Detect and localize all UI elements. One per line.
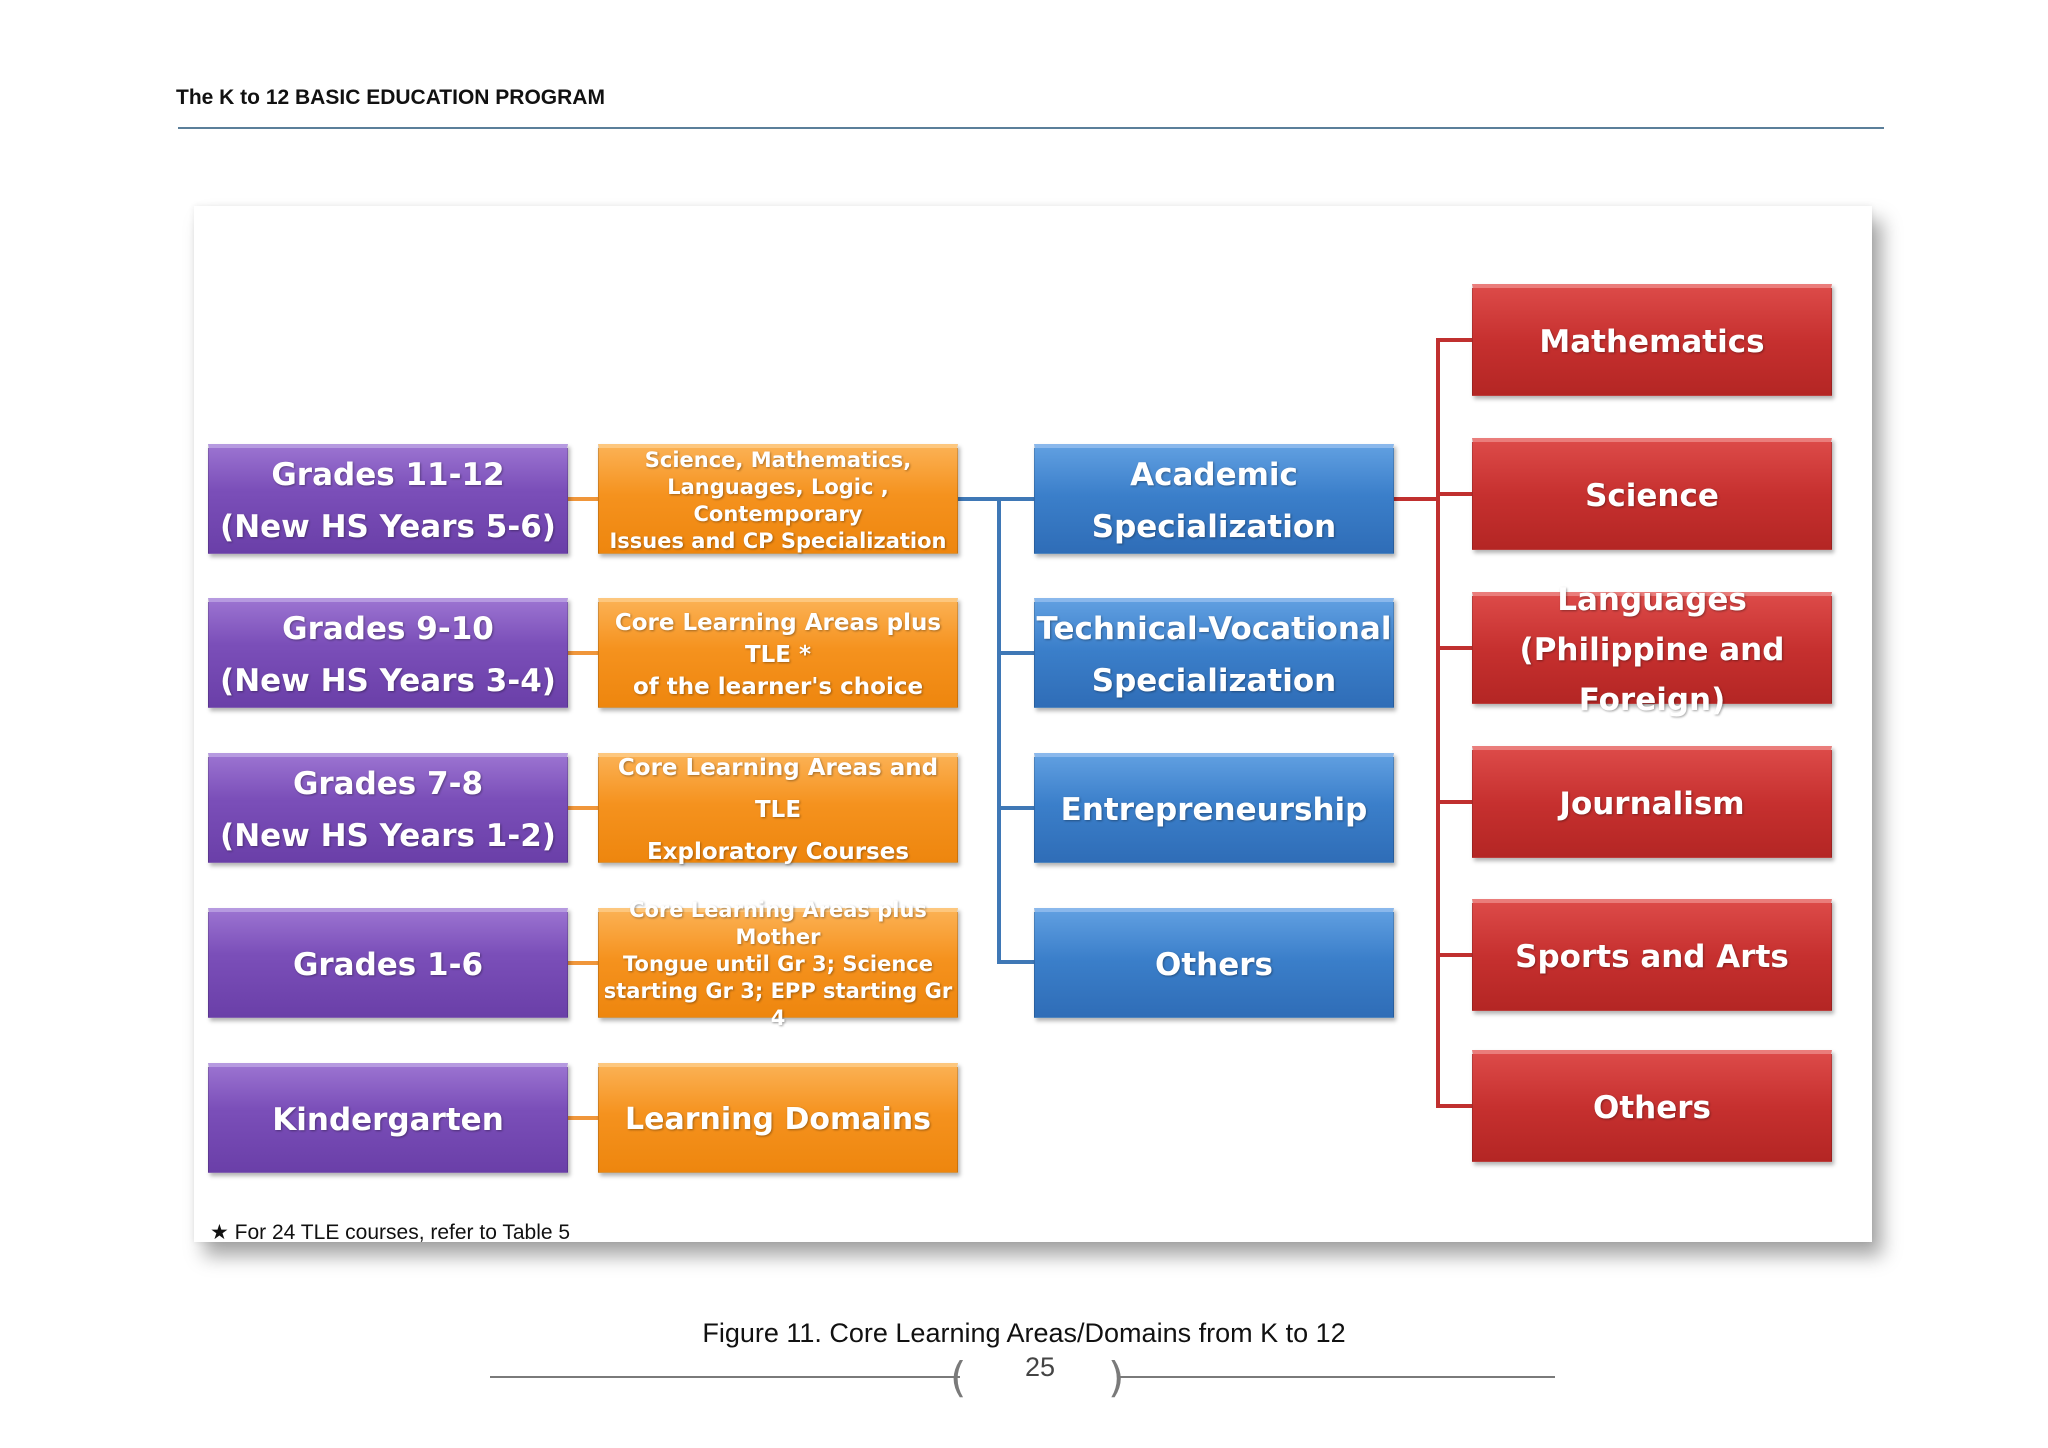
academic-line: Sports and Arts	[1515, 938, 1789, 975]
academic-line: Others	[1592, 1089, 1711, 1126]
specialization-line: Others	[1154, 946, 1273, 983]
specialization-tech-voc: Technical-Vocational Specialization	[1034, 598, 1394, 708]
academic-mathematics: Mathematics	[1472, 284, 1832, 396]
area-line: Learning Domains	[625, 1101, 931, 1137]
specialization-line: Academic	[1130, 456, 1298, 493]
academic-line: Languages	[1557, 581, 1747, 618]
area-line: starting Gr 3; EPP starting Gr 4	[603, 979, 953, 1030]
area-box-grades-7-8: Core Learning Areas and TLE Exploratory …	[598, 753, 958, 865]
area-line: Core Learning Areas plus TLE *	[614, 609, 942, 668]
diagram-connectors	[568, 338, 1472, 1120]
grade-label: Grades 7-8	[292, 765, 484, 802]
specialization-line: Specialization	[1091, 662, 1337, 699]
specialization-entrepreneurship: Entrepreneurship	[1034, 753, 1394, 863]
page-header-title: The K to 12 BASIC EDUCATION PROGRAM	[176, 86, 605, 109]
specialization-line: Technical-Vocational	[1036, 610, 1392, 647]
footer-rule-left	[490, 1376, 960, 1378]
footer-rule-right	[1120, 1376, 1555, 1378]
academic-languages: Languages (Philippine and Foreign)	[1472, 582, 1832, 718]
grade-label: Grades 9-10	[282, 610, 494, 647]
academic-journalism: Journalism	[1472, 746, 1832, 858]
area-line: Core Learning Areas plus Mother	[629, 898, 927, 949]
academic-line: Science	[1585, 477, 1719, 514]
academic-line: Journalism	[1559, 785, 1745, 822]
academic-sports-arts: Sports and Arts	[1472, 899, 1832, 1011]
area-line: Languages, Logic , Contemporary	[667, 474, 889, 526]
specialization-others: Others	[1034, 908, 1394, 1018]
grade-box-kindergarten: Kindergarten	[208, 1063, 568, 1173]
area-line: Tongue until Gr 3; Science	[623, 952, 933, 976]
grade-box-7-8: Grades 7-8 (New HS Years 1-2)	[208, 753, 568, 863]
grade-label: Grades 11-12	[271, 456, 505, 493]
area-box-grades-1-6: Core Learning Areas plus Mother Tongue u…	[598, 898, 958, 1030]
figure-caption: Figure 11. Core Learning Areas/Domains f…	[702, 1318, 1346, 1348]
academic-science: Science	[1472, 438, 1832, 550]
grade-box-9-10: Grades 9-10 (New HS Years 3-4)	[208, 598, 568, 708]
right-brace-icon: )	[1108, 1353, 1125, 1402]
area-box-senior-high: Science, Mathematics, Languages, Logic ,…	[598, 444, 958, 554]
area-box-grades-9-10: Core Learning Areas plus TLE * of the le…	[598, 598, 958, 708]
grade-sublabel: (New HS Years 3-4)	[220, 662, 556, 699]
academic-line: (Philippine and Foreign)	[1519, 631, 1785, 718]
area-line: Exploratory Courses	[646, 838, 910, 865]
grade-sublabel: (New HS Years 5-6)	[220, 508, 556, 545]
area-line: of the learner's choice	[632, 673, 924, 700]
grade-box-1-6: Grades 1-6	[208, 908, 568, 1018]
area-box-kindergarten: Learning Domains	[598, 1063, 958, 1173]
grade-label: Grades 1-6	[292, 946, 484, 983]
specialization-line: Specialization	[1091, 508, 1337, 545]
header-divider	[178, 127, 1884, 129]
specialization-academic: Academic Specialization	[1034, 444, 1394, 554]
left-brace-icon: (	[950, 1353, 967, 1402]
area-line: Issues and CP Specialization	[609, 528, 947, 553]
area-line: Core Learning Areas and TLE	[617, 754, 939, 823]
area-line: Science, Mathematics,	[644, 447, 912, 472]
grade-sublabel: (New HS Years 1-2)	[220, 817, 556, 854]
specialization-line: Entrepreneurship	[1060, 791, 1368, 828]
page-number: 25	[1024, 1352, 1056, 1382]
grade-label: Kindergarten	[272, 1101, 504, 1138]
academic-others: Others	[1472, 1050, 1832, 1162]
academic-line: Mathematics	[1539, 323, 1765, 360]
diagram-figure: Grades 11-12 (New HS Years 5-6) Grades 9…	[194, 206, 1872, 1244]
tle-footnote: ★ For 24 TLE courses, refer to Table 5	[210, 1221, 571, 1244]
grade-box-11-12: Grades 11-12 (New HS Years 5-6)	[208, 444, 568, 554]
